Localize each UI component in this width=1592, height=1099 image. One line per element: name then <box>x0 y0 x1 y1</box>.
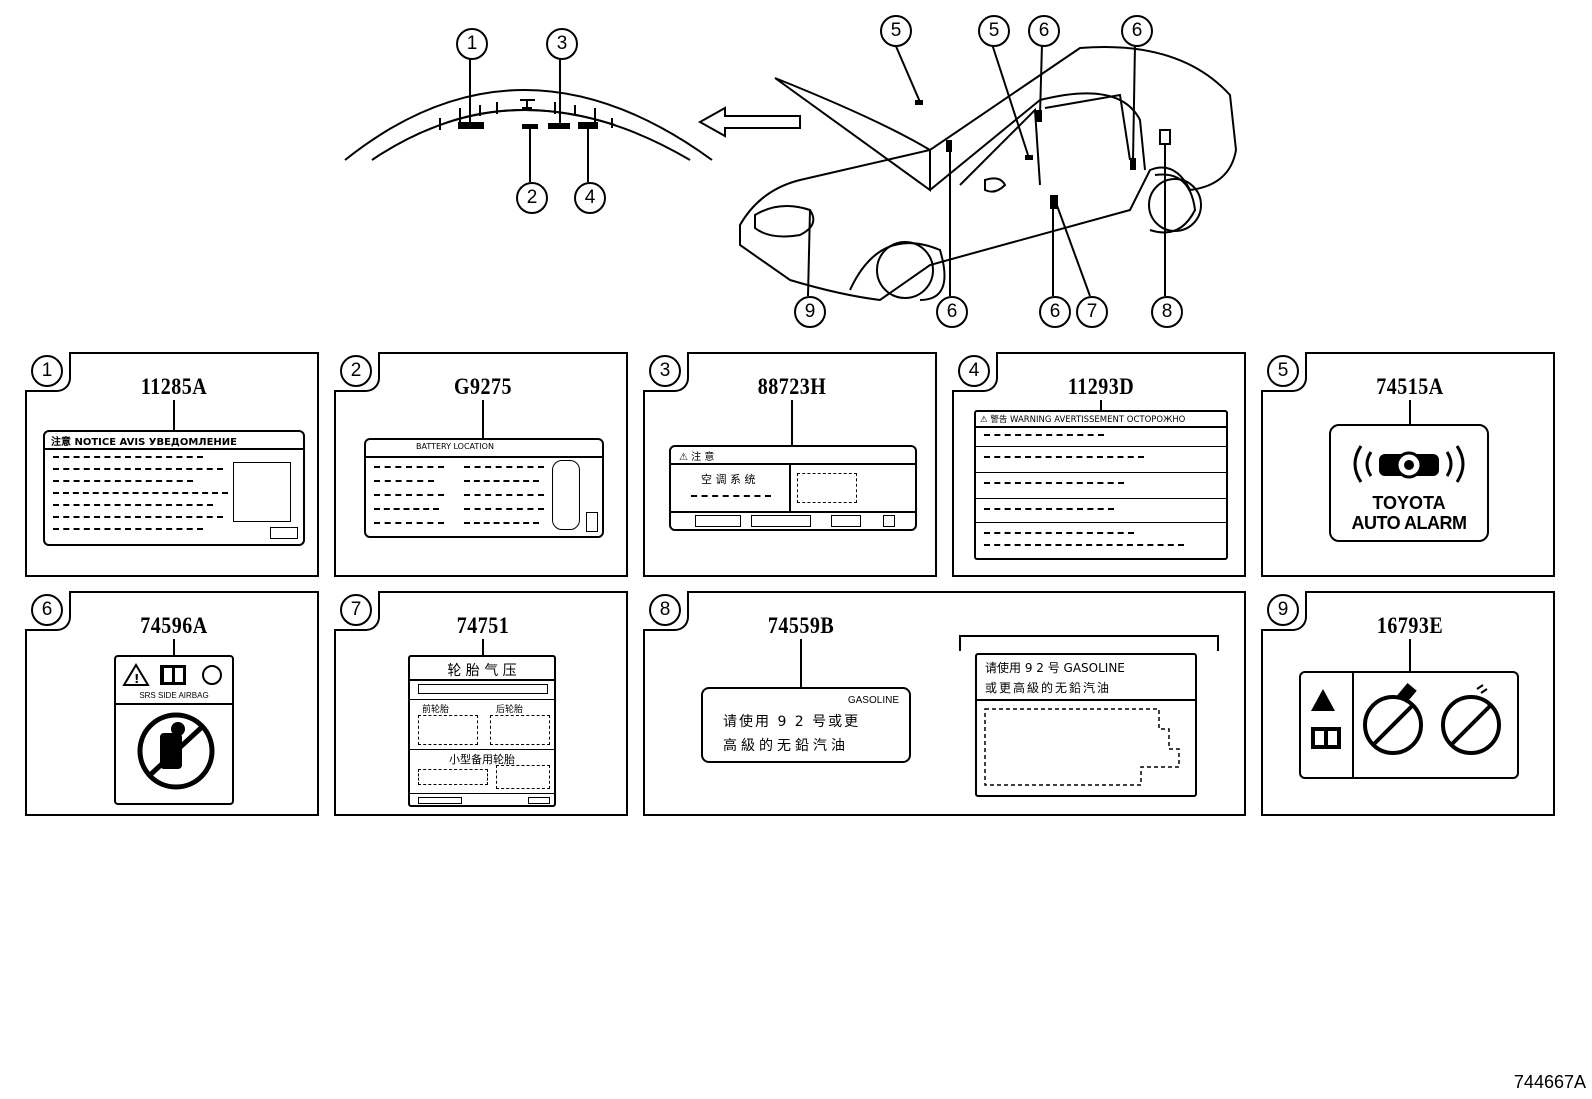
label-G9275: BATTERY LOCATION <box>364 438 604 538</box>
part-number-6: 74596A <box>140 613 208 639</box>
part-number-4: 11293D <box>1067 374 1135 400</box>
label-74559B-large: 请使用 9 2 号 GASOLINE 或更高級的无鉛汽油 <box>975 653 1197 797</box>
panel-7: 7 74751 轮 胎 气 压 前轮胎 后轮胎 小型备用轮胎 <box>334 591 628 816</box>
part-number-3: 88723H <box>757 374 827 400</box>
label4-header: ⚠ 警告 WARNING AVERTISSEMENT ОСТОРОЖНО <box>980 415 1186 425</box>
panel-callout-6: 6 <box>31 594 63 626</box>
svg-text:!: ! <box>134 672 139 686</box>
panel-5: 5 74515A TOYOTA AUTO ALARM <box>1261 352 1555 577</box>
part-number-2: G9275 <box>453 374 513 400</box>
panel-callout-4: 4 <box>958 355 990 387</box>
panel-callout-3: 3 <box>649 355 681 387</box>
panel-callout-8: 8 <box>649 594 681 626</box>
panel-callout-1: 1 <box>31 355 63 387</box>
panel-callout-5: 5 <box>1267 355 1299 387</box>
label7-title: 轮 胎 气 压 <box>447 663 517 679</box>
callout-5b: 5 <box>978 15 1010 47</box>
label1-header: 注意 NOTICE AVIS УВЕДОМЛЕНИЕ <box>51 437 237 448</box>
label-74596A: ! SRS SIDE AIRBAG <box>114 655 234 805</box>
label8-small-line1: 请使用 9 2 号或更 <box>723 714 861 730</box>
panel-4: 4 11293D ⚠ 警告 WARNING AVERTISSEMENT ОСТО… <box>952 352 1246 577</box>
part-number-8: 74559B <box>767 613 835 639</box>
panel-8: 8 74559B GASOLINE 请使用 9 2 号或更 高級的无鉛汽油 请使… <box>643 591 1246 816</box>
label8-large-line1: 请使用 9 2 号 GASOLINE <box>985 661 1125 675</box>
direction-arrow <box>697 106 801 138</box>
callout-4: 4 <box>574 182 606 214</box>
label8-small-en: GASOLINE <box>847 695 899 706</box>
callout-5a: 5 <box>880 15 912 47</box>
label-74559B-small: GASOLINE 请使用 9 2 号或更 高級的无鉛汽油 <box>701 687 911 763</box>
label7-rear: 后轮胎 <box>496 705 524 715</box>
label8-small-line2: 高級的无鉛汽油 <box>723 738 849 754</box>
panel-callout-9: 9 <box>1267 594 1299 626</box>
no-child-seat-icon <box>137 712 215 790</box>
hood-underside-drawing <box>344 89 713 161</box>
alarm-siren-icon <box>1353 445 1465 483</box>
callout-6c: 6 <box>936 296 968 328</box>
part-number-5: 74515A <box>1376 374 1444 400</box>
label6-caption: SRS SIDE AIRBAG <box>139 691 209 700</box>
label7-front: 前轮胎 <box>422 705 450 715</box>
panel-1: 1 11285A 注意 NOTICE AVIS УВЕДОМЛЕНИЕ <box>25 352 319 577</box>
panel-6: 6 74596A ! SRS SIDE AIRBAG <box>25 591 319 816</box>
label8-large-line2: 或更高級的无鉛汽油 <box>985 681 1112 695</box>
part-number-9: 16793E <box>1376 613 1444 639</box>
label3-body: 空 调 系 统 <box>701 473 756 486</box>
panel-callout-7: 7 <box>340 594 372 626</box>
label2-header: BATTERY LOCATION <box>416 442 494 451</box>
callout-6a: 6 <box>1028 15 1060 47</box>
part-number-7: 74751 <box>456 613 510 639</box>
panel-2: 2 G9275 BATTERY LOCATION <box>334 352 628 577</box>
warning-book-icons: ! <box>122 663 222 686</box>
panel-9: 9 16793E <box>1261 591 1555 816</box>
label3-header: ⚠ 注 意 <box>679 452 715 463</box>
callout-2: 2 <box>516 182 548 214</box>
label-74515A: TOYOTA AUTO ALARM <box>1329 424 1489 542</box>
callout-1: 1 <box>456 28 488 60</box>
label-11285A: 注意 NOTICE AVIS УВЕДОМЛЕНИЕ <box>43 430 305 546</box>
car-leaders <box>807 43 1166 297</box>
car-drawing <box>739 46 1238 302</box>
label5-line1: TOYOTA <box>1372 493 1446 513</box>
callout-3: 3 <box>546 28 578 60</box>
panel-3: 3 88723H ⚠ 注 意 空 调 系 统 <box>643 352 937 577</box>
warning-no-hands-icons <box>1311 673 1501 777</box>
label-88723H: ⚠ 注 意 空 调 系 统 <box>669 445 917 531</box>
label5-line2: AUTO ALARM <box>1351 513 1468 533</box>
callout-7: 7 <box>1076 296 1108 328</box>
callout-9: 9 <box>794 296 826 328</box>
callout-8: 8 <box>1151 296 1183 328</box>
label-74751: 轮 胎 气 压 前轮胎 后轮胎 小型备用轮胎 <box>408 655 556 807</box>
part-number-1: 11285A <box>140 374 208 400</box>
callout-6b: 6 <box>1121 15 1153 47</box>
panel-callout-2: 2 <box>340 355 372 387</box>
label7-spare: 小型备用轮胎 <box>449 753 515 766</box>
overview-illustration <box>344 43 1238 302</box>
label-11293D: ⚠ 警告 WARNING AVERTISSEMENT ОСТОРОЖНО <box>974 410 1228 560</box>
hood-leaders <box>469 56 589 182</box>
label-16793E <box>1299 671 1519 779</box>
callout-6d: 6 <box>1039 296 1071 328</box>
diagram-id: 744667A <box>1513 1072 1586 1092</box>
